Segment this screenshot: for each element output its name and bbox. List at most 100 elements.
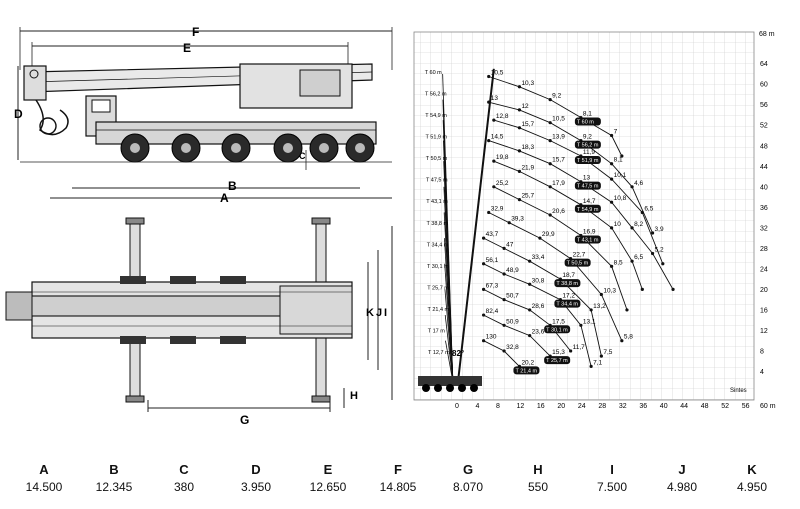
curve-point (502, 246, 506, 250)
x-tick-label: 48 (701, 403, 709, 410)
capacity-label: 20,6 (552, 208, 565, 215)
capacity-label: 48,9 (506, 267, 519, 274)
capacity-label: 8,1 (614, 157, 623, 164)
capacity-label: 9,2 (552, 93, 561, 100)
outrigger-front-top (129, 221, 141, 285)
angle-label: 82° (452, 349, 464, 358)
capacity-label: 19,8 (496, 154, 509, 161)
capacity-label: 10,5 (552, 116, 565, 123)
x-tick-label: 20 (557, 403, 565, 410)
left-boom-label: T 50,5 m (426, 156, 448, 162)
boom-tag (544, 325, 571, 334)
dimension-value: 550 (527, 480, 549, 494)
curve-point (548, 213, 552, 217)
capacity-label: 17,9 (552, 180, 565, 187)
load-curve (488, 140, 674, 290)
boom-tag (574, 140, 601, 149)
left-boom-label: T 38,8 m (427, 221, 449, 227)
x-tick-label: 32 (619, 403, 627, 410)
x-tick-label: 12 (516, 403, 524, 410)
dimension-value: 12.650 (309, 480, 347, 494)
left-boom-label: T 43,1 m (426, 199, 448, 205)
dim-label-C: C (299, 151, 306, 161)
capacity-label: 18,3 (521, 144, 534, 151)
capacity-label: 16,9 (583, 229, 596, 236)
x-tick-label: 52 (721, 403, 729, 410)
capacity-label: 13 (583, 175, 591, 182)
dimension-value: 4.950 (736, 480, 768, 494)
capacity-label: 50,9 (506, 318, 519, 325)
curve-point (620, 154, 624, 158)
capacity-label: 29,9 (542, 231, 555, 238)
capacity-label: 20,2 (521, 359, 534, 366)
capacity-label: 17,5 (552, 318, 565, 325)
capacity-label: 5,8 (624, 334, 633, 341)
dim-label-K: K (366, 307, 374, 319)
curve-point (625, 308, 629, 312)
curve-point (517, 149, 522, 153)
curve-point (548, 162, 552, 166)
boom-tag (574, 235, 601, 244)
curve-point (640, 287, 644, 291)
curve-point (548, 121, 552, 125)
capacity-label: 7,5 (603, 349, 612, 356)
left-boom-label: T 12,7 m (428, 350, 450, 356)
capacity-label: 5,2 (655, 246, 664, 253)
capacity-label: 33,4 (532, 254, 545, 261)
dim-label-G: G (240, 413, 249, 427)
x-tick-label: 56 (742, 403, 750, 410)
stamp: Sintes (730, 388, 747, 394)
boom-tag-label: T 43,1 m (577, 238, 599, 244)
curve-point (538, 236, 542, 240)
curve-point (640, 210, 644, 215)
load-curve (483, 314, 551, 357)
outrigger-rear-bottom (315, 335, 327, 399)
curve-point (487, 210, 491, 215)
capacity-label: 32,9 (491, 205, 504, 212)
dimension-letter: E (323, 462, 333, 477)
load-curves: 10,510,39,28,17T 60 m131210,59,28,14,63,… (482, 70, 675, 375)
capacity-label: 7,1 (593, 359, 602, 366)
curve-point (482, 287, 486, 291)
boom-tag-label: T 50,5 m (567, 261, 589, 267)
boom-tag-label: T 30,1 m (546, 327, 568, 333)
curve-point (507, 221, 511, 225)
curve-point (517, 169, 522, 174)
capacity-label: 50,7 (506, 293, 519, 300)
capacity-label: 17,2 (562, 293, 575, 300)
curve-point (517, 85, 522, 89)
wheels-top (120, 276, 246, 344)
boom-tag (574, 204, 601, 213)
boom-head-top (5, 291, 33, 321)
y-tick-label: 8 (760, 348, 764, 355)
boom-tag (554, 299, 581, 308)
curve-point (599, 292, 603, 297)
curve-point (482, 262, 486, 266)
dimension-value: 3.950 (240, 480, 272, 494)
dimension-letter: I (610, 462, 614, 477)
x-tick-label: 16 (537, 403, 545, 410)
dimension-letter: H (533, 462, 543, 477)
y-tick-label: 44 (760, 164, 768, 171)
x-tick-label: 24 (578, 403, 586, 410)
left-boom-label: T 25,7 m (427, 285, 449, 291)
left-boom-label: T 47,5 m (426, 178, 448, 184)
capacity-label: 4,6 (634, 180, 643, 187)
curve-point (528, 259, 532, 263)
dim-label-E: E (183, 41, 191, 55)
curve-point (630, 185, 634, 189)
y-tick-label: 64 (760, 61, 768, 68)
boom-line (444, 289, 454, 382)
y-tick-label: 32 (760, 225, 768, 232)
y-tick-label: 56 (760, 102, 768, 109)
curve-point (589, 308, 593, 312)
curve-point (492, 159, 496, 163)
left-boom-label: T 51,9 m (425, 135, 447, 141)
curve-point (502, 272, 506, 276)
